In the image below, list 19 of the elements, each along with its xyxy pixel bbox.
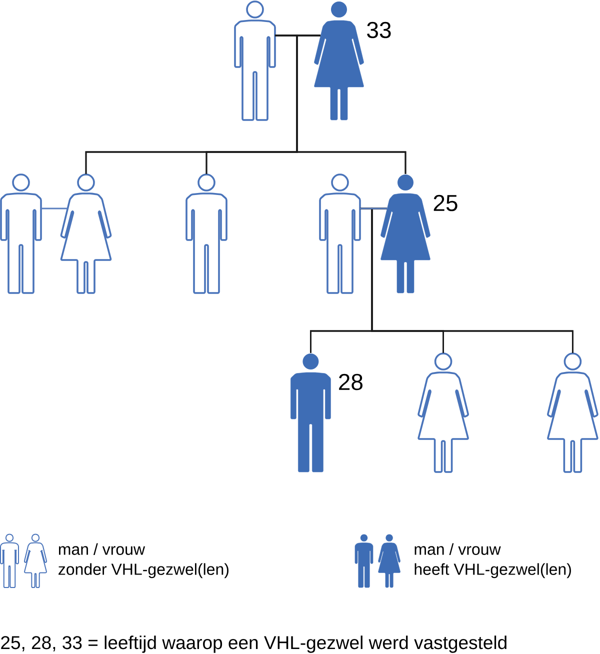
- age-label: 33: [367, 22, 391, 38]
- age-label: 28: [339, 374, 362, 390]
- person-figure: [0, 174, 42, 294]
- connector-line: [360, 208, 387, 210]
- age-label: 25: [434, 194, 458, 212]
- connector-line: [41, 208, 68, 210]
- person-figure: [60, 174, 112, 294]
- person-figure: [314, 2, 364, 120]
- person-figure: [186, 174, 228, 294]
- legend-text: man / vrouw zonder VHL-gezwel(len): [58, 543, 228, 578]
- person-figure: [418, 352, 469, 473]
- person-figure: [319, 174, 361, 294]
- connector-line: [296, 34, 406, 174]
- person-figure: [234, 0, 276, 121]
- note-text: 25, 28, 33 = leeftijd waarop een VHL-gezwel werd vastgesteld: [1, 636, 506, 653]
- legend-text: man / vrouw heeft VHL-gezwel(len): [414, 543, 571, 578]
- person-figure: [380, 174, 430, 294]
- person-figure: [290, 354, 331, 472]
- person-figure: [547, 352, 598, 473]
